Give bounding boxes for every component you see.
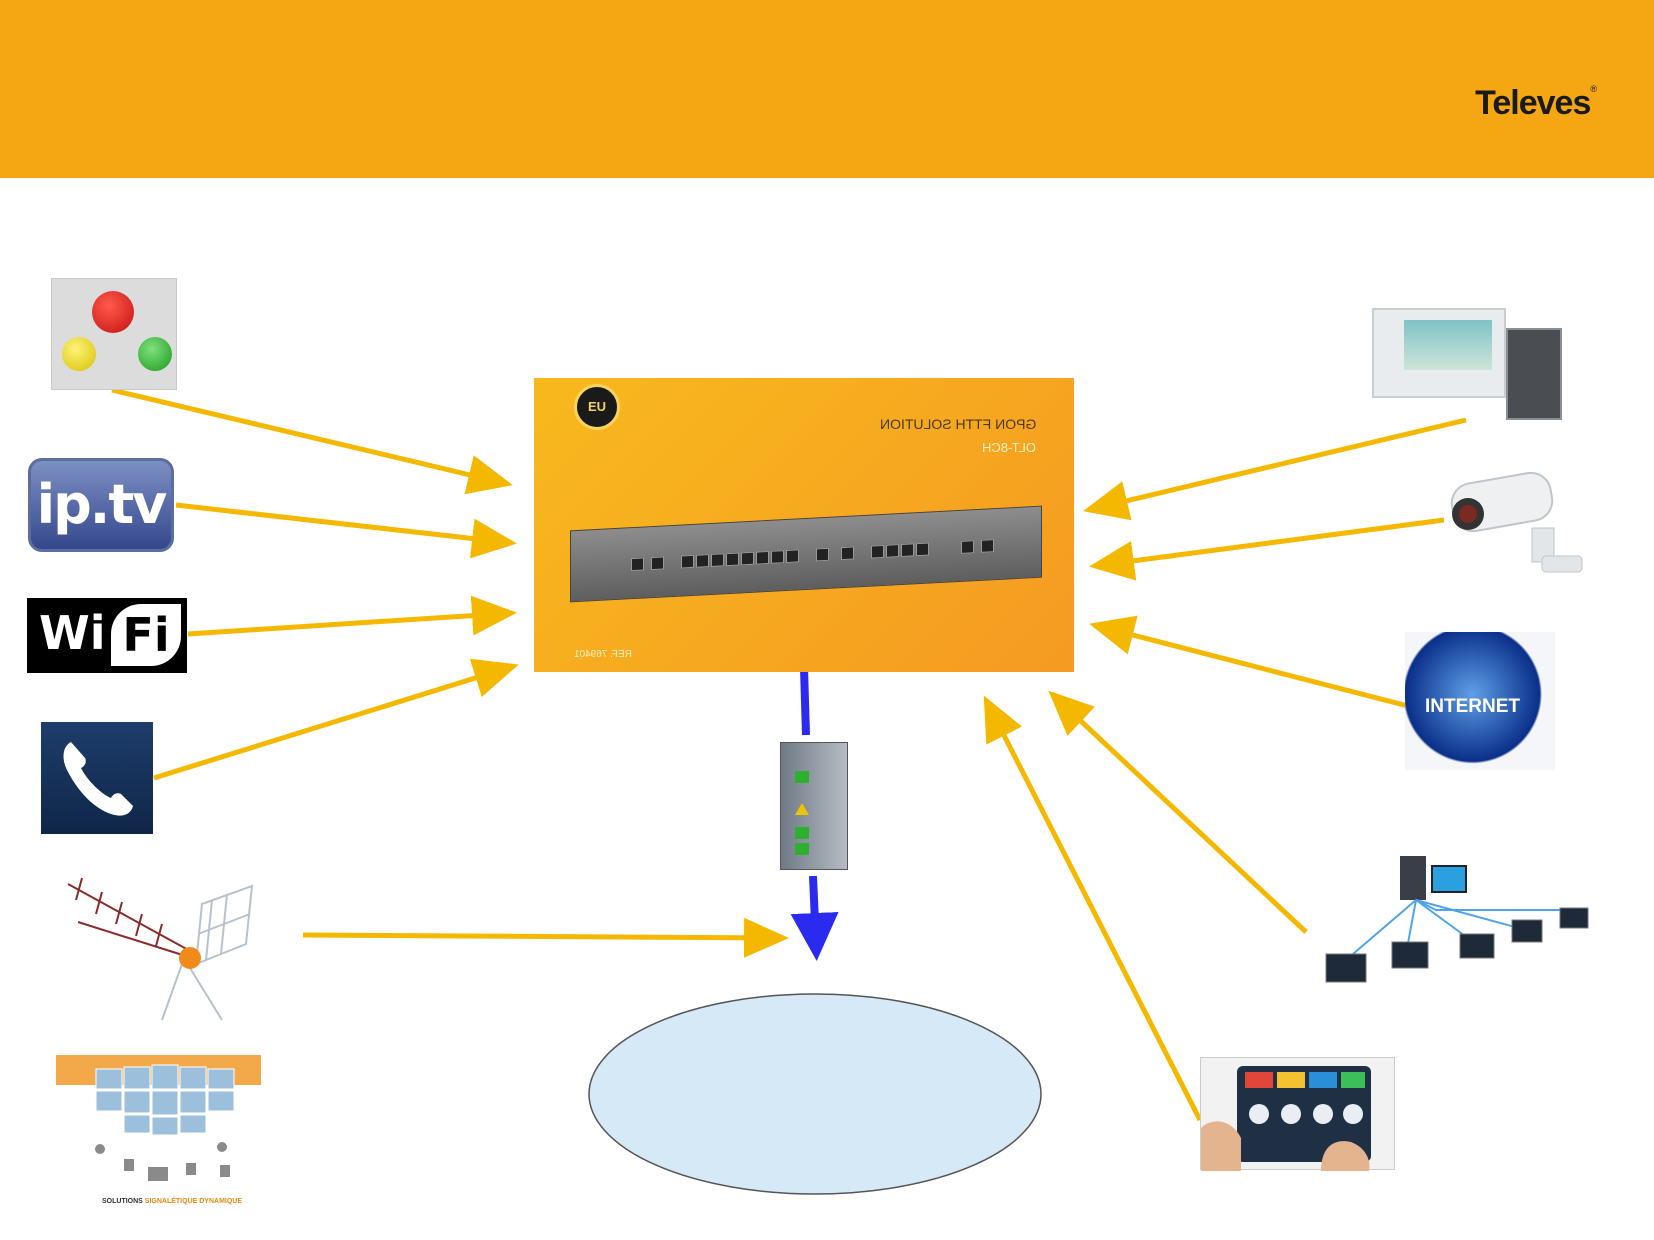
signal-buttons-icon xyxy=(51,278,177,390)
arrow-phone xyxy=(153,658,519,781)
arrow-antenna xyxy=(302,917,789,958)
home-automation-tablet-icon xyxy=(1200,1057,1395,1171)
made-in-eu-badge: EU xyxy=(574,384,620,430)
panel-title: GPON FTTH SOLUTION xyxy=(879,416,1036,432)
arrow-tablet xyxy=(983,695,1203,1122)
arrow-buttons xyxy=(111,387,513,495)
security-camera-icon xyxy=(1442,458,1592,578)
arrow-wifi xyxy=(187,595,517,637)
panel-ref: REF. 769401 xyxy=(574,649,632,660)
arrow-camera xyxy=(1089,517,1445,581)
olt-device-panel: EU GPON FTTH SOLUTION OLT-8CH REF. 76940… xyxy=(534,378,1074,672)
arrow-amp-to-target xyxy=(790,875,839,961)
arrow-internet xyxy=(1089,615,1409,709)
computer-network-icon xyxy=(1316,850,1594,1010)
panel-subtitle: OLT-8CH xyxy=(982,440,1036,455)
iptv-icon: ip.tv xyxy=(28,458,174,552)
digital-signage-icon: SOLUTIONS SIGNALÉTIQUE DYNAMIQUE xyxy=(56,1055,261,1205)
arrow-iptv xyxy=(175,502,517,559)
tv-antenna-icon xyxy=(62,874,262,1022)
header-bar xyxy=(0,0,1654,178)
internet-globe-icon: INTERNET xyxy=(1405,632,1555,770)
telephone-icon xyxy=(41,722,153,834)
arrow-network xyxy=(1048,690,1308,934)
wifi-icon: Wi Fi xyxy=(27,598,187,673)
arrow-intercom xyxy=(1083,417,1467,521)
target-ellipse xyxy=(588,993,1042,1195)
olt-rack-unit xyxy=(570,505,1042,603)
arrow-panel-to-amp xyxy=(800,667,810,736)
optical-amplifier-icon xyxy=(780,742,848,870)
televes-logo: Televes® xyxy=(1475,84,1597,122)
video-intercom-icon xyxy=(1372,308,1562,420)
